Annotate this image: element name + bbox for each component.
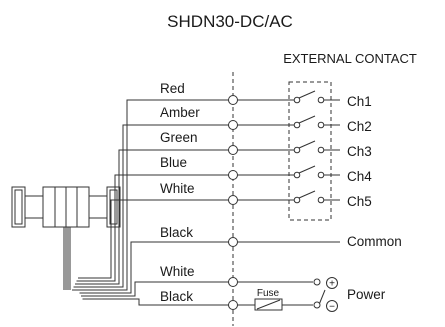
switch-blade: [298, 165, 316, 174]
power-switch-blade: [319, 289, 326, 304]
switch-blade: [298, 190, 316, 199]
wire-label-amber: Amber: [160, 105, 200, 120]
channel-label-ch4: Ch4: [347, 169, 372, 184]
signal-device-icon: [11, 186, 121, 228]
channel-label-ch3: Ch3: [347, 144, 372, 159]
wire-label-black-power: Black: [160, 289, 193, 304]
channel-row-4: [228, 165, 340, 180]
wire-label-white: White: [160, 181, 195, 196]
wire-path: [81, 281, 229, 297]
terminal-ch2: [228, 120, 238, 130]
fuse-diagonal: [256, 299, 281, 310]
switch-contact-right: [317, 96, 325, 104]
power-positive-terminal: [228, 277, 238, 287]
channel-rows: [228, 90, 340, 205]
wire-label-red: Red: [160, 81, 185, 96]
wire-label-black-common: Black: [160, 225, 193, 240]
external-contact-label: EXTERNAL CONTACT: [283, 51, 417, 66]
power-label: Power: [347, 287, 386, 302]
switch-blade: [298, 90, 316, 99]
cable-bundle: [63, 227, 71, 290]
power-negative-contact: [313, 301, 321, 309]
channel-label-ch2: Ch2: [347, 119, 372, 134]
terminal-ch1: [228, 95, 238, 105]
switch-blade: [298, 115, 316, 124]
external-contact-box: [288, 81, 332, 221]
terminal-ch4: [228, 170, 238, 180]
switch-contact-left: [293, 171, 301, 179]
power-row-positive: [228, 277, 338, 289]
switch-contact-left: [293, 146, 301, 154]
terminal-ch5: [228, 195, 238, 205]
switch-contact-right: [317, 146, 325, 154]
wire-label-blue: Blue: [160, 155, 187, 170]
wire-path: [76, 174, 229, 282]
power-positive-contact: [313, 278, 321, 286]
wire-path: [75, 149, 229, 285]
common-row: [228, 237, 340, 247]
switch-contact-left: [293, 121, 301, 129]
diagram-title: SHDN30-DC/AC: [167, 12, 293, 31]
switch-contact-right: [317, 171, 325, 179]
plus-circle-icon: [326, 277, 338, 289]
minus-symbol: −: [329, 302, 335, 313]
wire-path: [78, 199, 229, 279]
fuse-label: Fuse: [257, 288, 280, 299]
switch-contact-right: [317, 196, 325, 204]
wire-path: [82, 298, 229, 306]
wire-label-green: Green: [160, 130, 198, 145]
terminal-ch3: [228, 145, 238, 155]
channel-row-5: [228, 190, 340, 205]
common-terminal: [228, 237, 238, 247]
switch-contact-left: [293, 196, 301, 204]
power-row-negative: [228, 289, 338, 312]
plus-symbol: +: [329, 279, 335, 290]
channel-row-2: [228, 115, 340, 130]
wire-routing: [72, 99, 229, 306]
wire-path: [79, 241, 229, 294]
wire-path: [73, 124, 229, 288]
power-negative-terminal: [228, 300, 238, 310]
switch-blade: [298, 140, 316, 149]
channel-label-ch1: Ch1: [347, 94, 372, 109]
channel-label-ch5: Ch5: [347, 194, 372, 209]
switch-contact-left: [293, 96, 301, 104]
wire-label-white-power: White: [160, 264, 195, 279]
channel-row-1: [228, 90, 340, 105]
channel-row-3: [228, 140, 340, 155]
common-label: Common: [347, 234, 402, 249]
minus-circle-icon: [326, 300, 338, 312]
switch-contact-right: [317, 121, 325, 129]
wire-path: [72, 99, 229, 291]
